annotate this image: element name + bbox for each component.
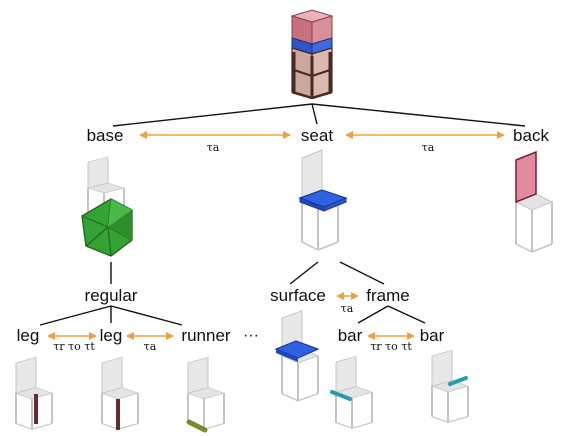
node-regular: regular — [85, 286, 138, 305]
bar-highlight-icon — [431, 349, 469, 424]
frame-edges — [357, 305, 426, 324]
chair-box-3d-icon — [290, 9, 334, 100]
node-leg-1: leg — [17, 326, 40, 345]
node-seat: seat — [301, 126, 333, 145]
node-frame: frame — [366, 286, 409, 305]
relation-seat-back: τa — [422, 141, 435, 154]
root-edges — [112, 103, 526, 127]
node-runner: runner — [181, 326, 230, 345]
node-bar-2: bar — [420, 326, 445, 345]
node-back: back — [513, 126, 549, 145]
node-bar-1: bar — [338, 326, 363, 345]
node-leg-2: leg — [100, 326, 123, 345]
relation-surface-frame: τa — [341, 302, 354, 315]
relation-bar-bar: τr τo τt — [370, 340, 412, 353]
seat-edges — [289, 261, 385, 285]
leg-highlight-icon — [15, 356, 53, 431]
regular-edges — [39, 305, 183, 326]
surface-highlight-icon — [274, 309, 320, 402]
leg-highlight-icon — [101, 356, 139, 431]
chair-seat-highlight-icon — [298, 149, 348, 251]
node-base: base — [87, 126, 124, 145]
node-surface: surface — [270, 286, 326, 305]
runner-highlight-icon — [186, 356, 225, 433]
node-ellipsis: ··· — [243, 327, 259, 344]
bar-highlight-icon — [330, 355, 373, 430]
relation-leg-runner: τa — [144, 340, 157, 353]
chair-back-highlight-icon — [515, 150, 553, 253]
hexagon-base-icon — [81, 156, 133, 257]
relation-leg-leg: τr τo τt — [53, 340, 95, 353]
relation-base-seat: τa — [207, 141, 220, 154]
